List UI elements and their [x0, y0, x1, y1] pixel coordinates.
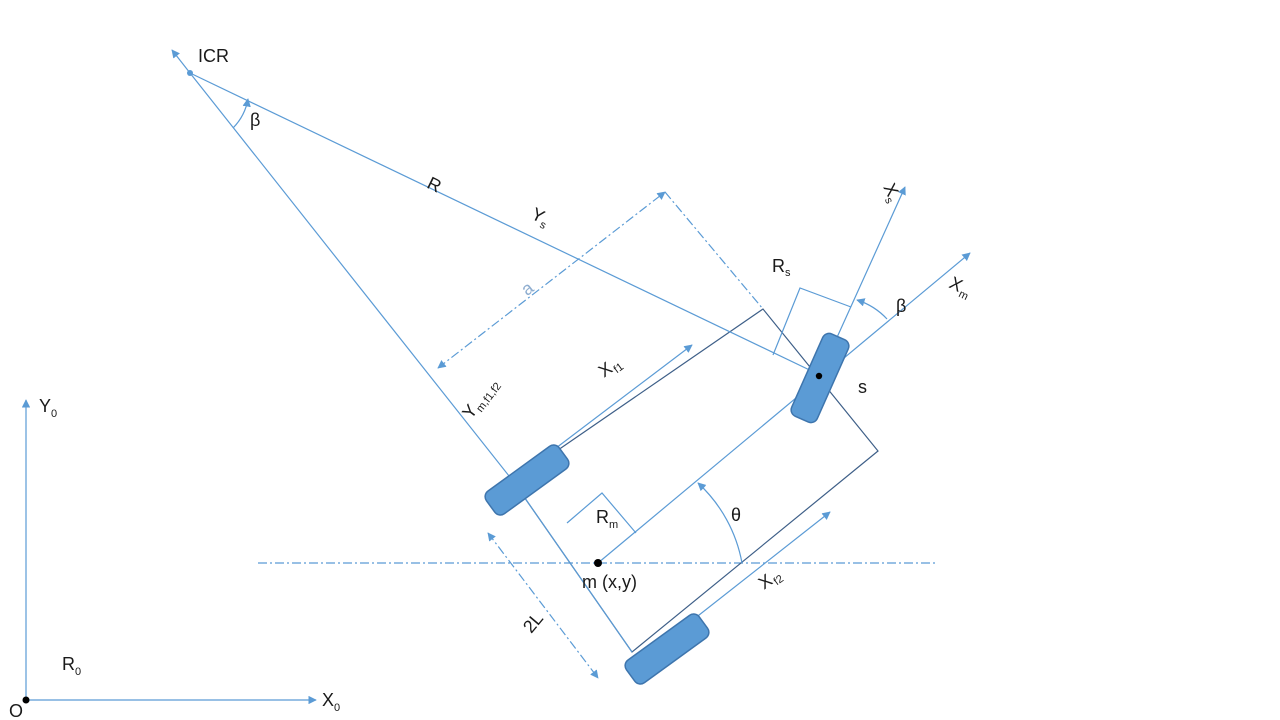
s-point [815, 372, 823, 380]
beta-s-label: β [896, 296, 906, 316]
xf2-axis [679, 511, 831, 631]
origin-point [22, 696, 30, 704]
r0-label: R 0 [62, 654, 81, 678]
svg-text:m,f1,f2: m,f1,f2 [474, 381, 504, 415]
wheel-f1 [484, 444, 570, 516]
a-label: a [517, 277, 538, 300]
beta-icr-label: β [250, 110, 260, 130]
svg-text:R: R [62, 654, 75, 674]
rm-label: R m [596, 507, 618, 531]
s-label: s [858, 377, 867, 397]
svg-text:s: s [538, 219, 549, 232]
2l-dimension-line [487, 532, 599, 679]
rs-right-angle [772, 287, 852, 356]
rm-right-angle [566, 492, 637, 534]
icr-arrow-line [171, 49, 191, 74]
wheel-f2 [624, 613, 710, 685]
theta-label: θ [731, 505, 741, 525]
a-extension-line [664, 191, 764, 310]
ys-label: Y s [528, 204, 549, 233]
m-point [594, 559, 602, 567]
beta-arc-icr [232, 98, 251, 129]
ym-label: Y m,f1,f2 [458, 381, 504, 423]
svg-text:0: 0 [51, 408, 57, 420]
svg-text:s: s [882, 196, 895, 207]
icr-label: ICR [198, 46, 229, 66]
beta-arc-s [856, 298, 888, 320]
rs-label: R s [772, 256, 791, 279]
svg-text:0: 0 [334, 702, 340, 714]
a-dimension-line [437, 191, 666, 369]
m-label: m (x,y) [582, 572, 637, 592]
y0-label: Y 0 [39, 396, 57, 420]
svg-text:R: R [772, 256, 785, 276]
svg-text:m: m [609, 519, 618, 531]
svg-text:s: s [785, 267, 791, 279]
xm-axis [597, 252, 971, 564]
svg-text:X: X [322, 690, 334, 710]
xf1-label: X f1 [595, 358, 626, 381]
xs-label: X s [879, 180, 902, 207]
theta-arc [697, 482, 743, 564]
svg-text:R: R [596, 507, 609, 527]
svg-text:Y: Y [39, 396, 51, 416]
icr-radius-line [189, 72, 821, 376]
xm-label: X m [946, 273, 970, 303]
2l-label: 2L [519, 608, 547, 636]
icr-point [187, 70, 193, 76]
origin-label: O [9, 701, 23, 720]
svg-text:0: 0 [75, 666, 81, 678]
rear-axle-line [189, 72, 514, 482]
x0-label: X 0 [322, 690, 340, 714]
xf2-label: X f2 [755, 570, 786, 593]
